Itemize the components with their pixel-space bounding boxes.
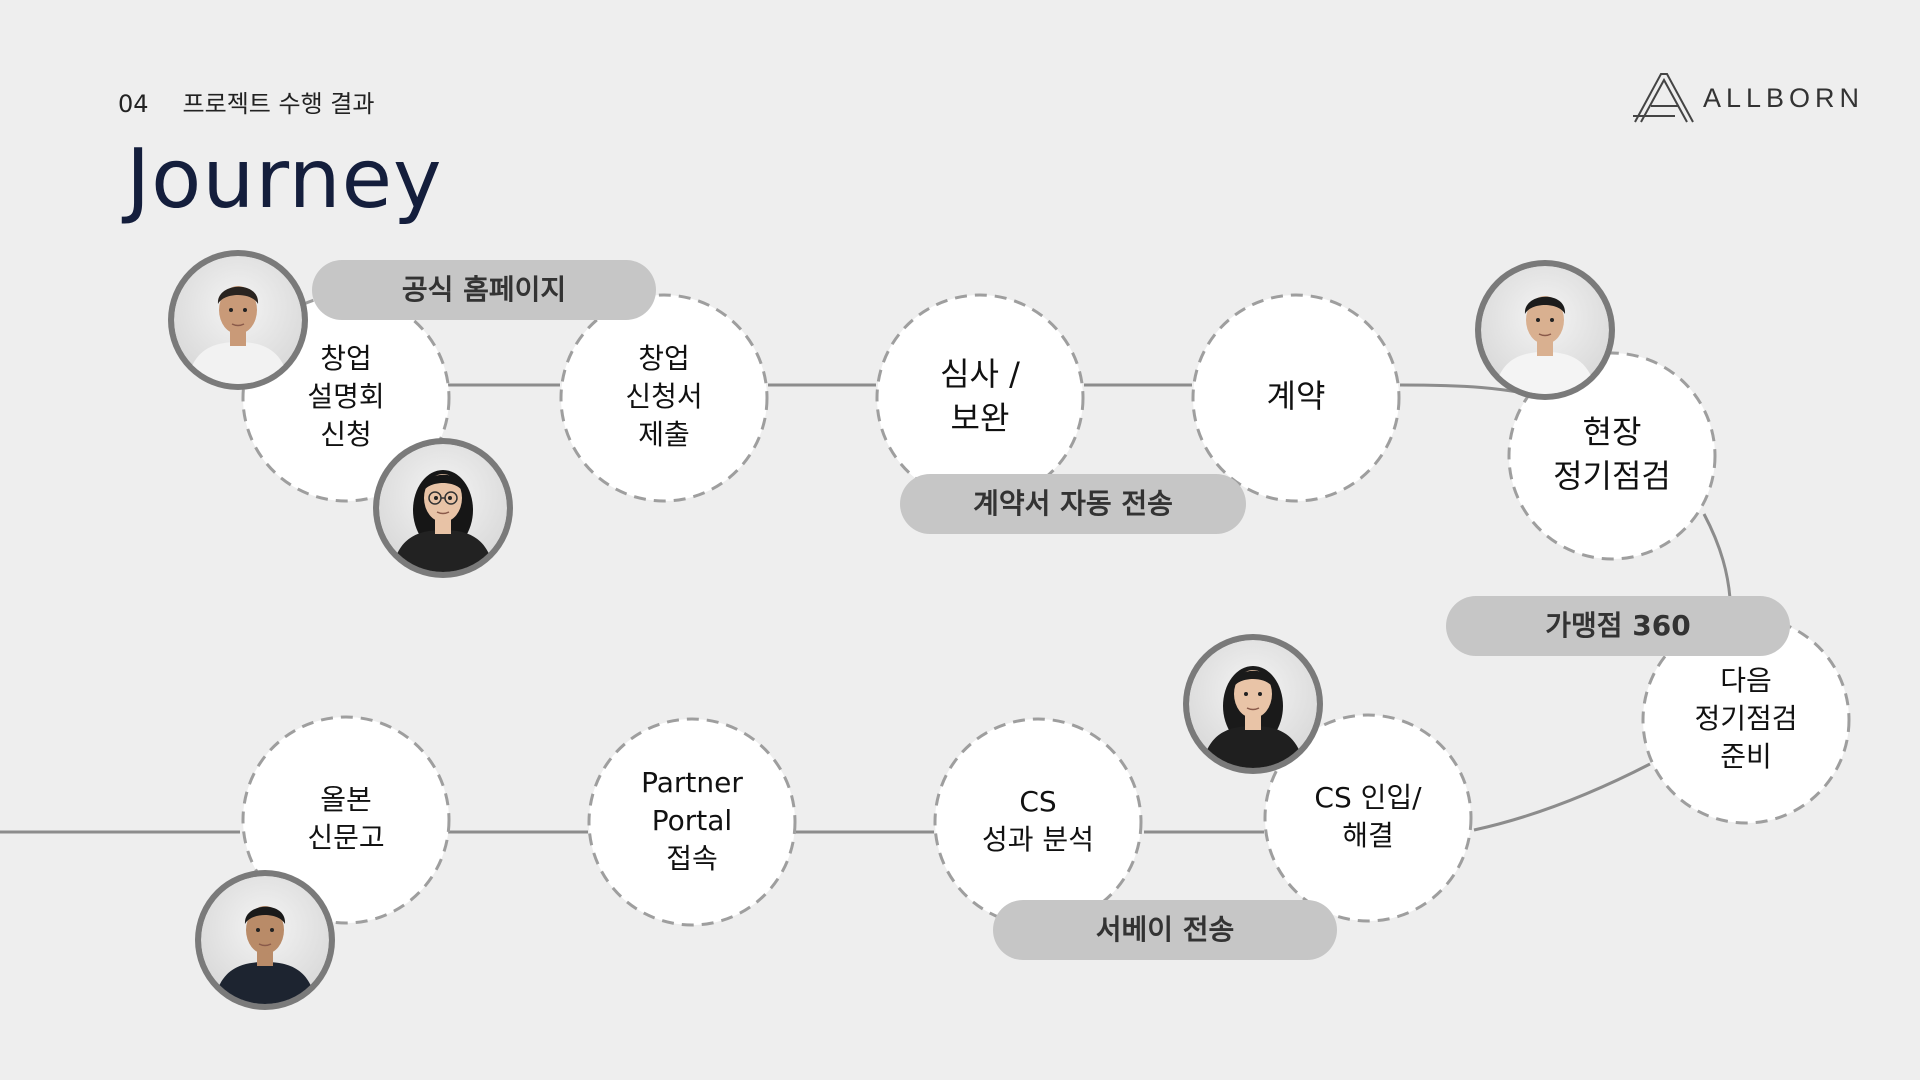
businessman-avatar-icon bbox=[195, 870, 335, 1010]
step-circle bbox=[1191, 293, 1401, 503]
step-label-line: 신문고 bbox=[307, 821, 384, 854]
step-circle bbox=[875, 293, 1085, 503]
pill-label: 계약서 자동 전송 bbox=[973, 487, 1173, 520]
step-label-line: 제출 bbox=[638, 418, 690, 451]
persona-avatars bbox=[168, 250, 1615, 1010]
pill-label: 서베이 전송 bbox=[1096, 913, 1235, 946]
young-man-avatar-icon bbox=[1475, 260, 1615, 400]
chef-man-avatar-icon bbox=[168, 250, 308, 390]
step-label-line: 접속 bbox=[666, 842, 718, 875]
pill-contract: 계약서 자동 전송 bbox=[900, 474, 1246, 534]
step-label-line: 심사 / bbox=[940, 355, 1020, 393]
page-title: Journey bbox=[126, 132, 443, 227]
pill-background bbox=[900, 474, 1246, 534]
pill-label: 공식 홈페이지 bbox=[402, 273, 566, 306]
step-label-line: CS bbox=[1019, 785, 1056, 818]
step-label-line: Portal bbox=[652, 804, 732, 837]
section-number: 04 bbox=[118, 90, 149, 118]
journey-step-4: 계약 bbox=[1191, 293, 1401, 503]
step-label-line: 신청 bbox=[320, 418, 372, 451]
step-circle bbox=[587, 717, 797, 927]
pill-background bbox=[312, 260, 656, 320]
pill-background bbox=[993, 900, 1337, 960]
cs-agent-avatar-icon bbox=[1183, 634, 1323, 774]
journey-step-3: 심사 / 보완 bbox=[875, 293, 1085, 503]
journey-step-7: CS 인입/해결 bbox=[1263, 713, 1473, 923]
journey-step-8: CS 성과 분석 bbox=[933, 717, 1143, 927]
allborn-logo-icon bbox=[1632, 73, 1694, 123]
step-label-line: 창업 bbox=[320, 342, 372, 375]
allborn-logo: ALLBORN bbox=[1631, 70, 1864, 126]
step-label-line: 계약 bbox=[1267, 377, 1326, 415]
section-title: 프로젝트 수행 결과 bbox=[182, 90, 375, 118]
step-label-line: 현장 bbox=[1583, 413, 1642, 451]
connector-6-7 bbox=[1473, 762, 1651, 832]
step-label-line: 준비 bbox=[1720, 740, 1772, 773]
step-label-line: 신청서 bbox=[625, 380, 702, 413]
connector-lines bbox=[0, 383, 1732, 834]
pill-homepage: 공식 홈페이지 bbox=[312, 260, 656, 320]
step-circle bbox=[933, 717, 1143, 927]
step-label-line: CS 인입/ bbox=[1314, 781, 1422, 814]
pill-label: 가맹점 360 bbox=[1545, 609, 1690, 642]
pill-survey: 서베이 전송 bbox=[993, 900, 1337, 960]
step-label-line: 해결 bbox=[1342, 819, 1394, 852]
step-label-line: 다음 bbox=[1720, 664, 1772, 697]
step-label-line: 설명회 bbox=[307, 380, 384, 413]
step-label-line: Partner bbox=[641, 766, 743, 799]
step-circle bbox=[1507, 351, 1717, 561]
section-header: 04 프로젝트 수행 결과 bbox=[118, 84, 374, 119]
woman-glasses-avatar-icon bbox=[373, 438, 513, 578]
pill-360: 가맹점 360 bbox=[1446, 596, 1790, 656]
step-label-line: 정기점검 bbox=[1694, 702, 1797, 735]
step-label-line: 창업 bbox=[638, 342, 690, 375]
pill-background bbox=[1446, 596, 1790, 656]
step-label-line: 올본 bbox=[320, 783, 372, 816]
step-label-line: 성과 분석 bbox=[982, 823, 1094, 856]
logo-wordmark: ALLBORN bbox=[1702, 82, 1864, 113]
step-circle bbox=[559, 293, 769, 503]
step-label-line: 보완 bbox=[951, 399, 1010, 437]
step-circle bbox=[1263, 713, 1473, 923]
step-label-line: 정기점검 bbox=[1553, 457, 1671, 495]
step-circle bbox=[241, 715, 451, 925]
connector-5-6 bbox=[1702, 513, 1732, 599]
